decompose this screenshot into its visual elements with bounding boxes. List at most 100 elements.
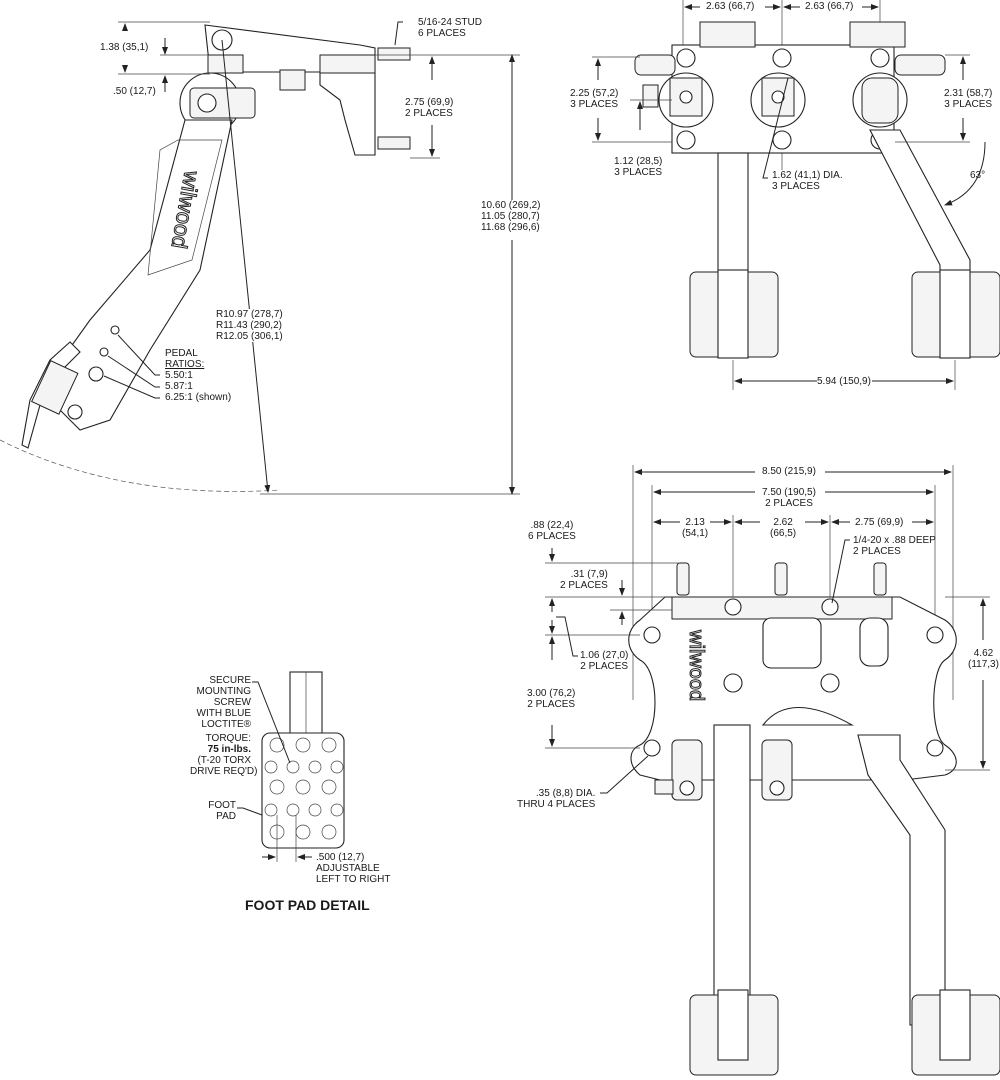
dim-275: 2.75 (69,9) xyxy=(855,517,904,528)
torque-label: TORQUE: xyxy=(205,733,251,744)
dim-right-height: 2.31 (58,7) 3 PLACES xyxy=(944,88,993,110)
stud-callout-line2: 6 PLACES xyxy=(418,28,466,39)
dim-height-1: 10.60 (269,2) xyxy=(481,200,541,211)
dim-overall-width: 8.50 (215,9) xyxy=(762,466,816,477)
adjust-dim-note-2: LEFT TO RIGHT xyxy=(316,874,391,885)
dim-213: 2.13 (54,1) xyxy=(682,517,709,539)
adjust-dim-value: .500 (12,7) xyxy=(316,852,365,863)
adjust-dim: .500 (12,7) ADJUSTABLE LEFT TO RIGHT xyxy=(316,852,390,885)
dim-pivot-offset: .50 (12,7) xyxy=(113,86,156,97)
hole-callout-value: .35 (8,8) DIA. xyxy=(535,788,596,799)
dim-213-value: 2.13 xyxy=(685,517,705,528)
stud-callout: 5/16-24 STUD 6 PLACES xyxy=(418,17,482,39)
pedal-arm xyxy=(39,119,233,431)
ratio-hole-550 xyxy=(110,325,120,335)
dim-300-note: 2 PLACES xyxy=(527,699,576,710)
dim-pad-spacing: 5.94 (150,9) xyxy=(817,376,871,387)
dim-031-note: 2 PLACES xyxy=(560,580,608,591)
pedal-ratios-title-1: PEDAL xyxy=(165,348,198,359)
torque-value: 75 in-lbs. xyxy=(207,744,251,755)
plate-wilwood-logo: wilwood xyxy=(685,629,707,701)
dim-213-metric: (54,1) xyxy=(682,528,709,539)
top-view xyxy=(592,0,1000,390)
screw-note-5: LOCTITE® xyxy=(201,719,251,730)
dim-106-note: 2 PLACES xyxy=(580,661,629,672)
dim-262: 2.62 (66,5) xyxy=(770,517,797,539)
side-view-pedal: wilwood xyxy=(0,21,520,495)
dim-300: 3.00 (76,2) 2 PLACES xyxy=(527,688,576,710)
dim-offset: 1.12 (28,5) 3 PLACES xyxy=(614,156,662,178)
pedal-ratio-1: 5.50:1 xyxy=(165,370,193,381)
foot-pad-label: FOOT PAD xyxy=(200,800,236,822)
dim-462-value: 4.62 xyxy=(973,648,994,659)
dim-spacing-right: 2.63 (66,7) xyxy=(805,1,854,12)
front-pedal-right xyxy=(857,734,946,1026)
dim-stud-height-value: .88 (22,4) xyxy=(530,520,574,531)
pedal-angle: 63° xyxy=(970,170,986,181)
dim-hole-width-value: 7.50 (190,5) xyxy=(762,487,816,498)
tap-callout: 1/4-20 x .88 DEEP 2 PLACES xyxy=(853,535,936,557)
dim-262-metric: (66,5) xyxy=(770,528,797,539)
adjust-dim-note-1: ADJUSTABLE xyxy=(316,863,380,874)
torque-note-1: (T-20 TORX xyxy=(197,755,251,766)
dim-height-2: 11.05 (280,7) xyxy=(481,211,540,222)
stud-top xyxy=(377,47,411,61)
dim-stud-height: .88 (22,4) 6 PLACES xyxy=(528,520,576,542)
dim-offset-note: 3 PLACES xyxy=(614,167,663,178)
dim-stud-spacing-value: 2.75 (69,9) xyxy=(405,97,454,108)
dim-262-value: 2.62 xyxy=(773,517,793,528)
foot-pad-label-2: PAD xyxy=(216,811,236,822)
pedal-ratio-3: 6.25:1 (shown) xyxy=(165,392,232,403)
dim-radius-2: R11.43 (290,2) xyxy=(216,320,282,331)
tap-callout-note: 2 PLACES xyxy=(853,546,901,557)
foot-pad-plate xyxy=(261,732,345,849)
dim-right-height-note: 3 PLACES xyxy=(944,99,993,110)
dim-pedal-heights: 10.60 (269,2) 11.05 (280,7) 11.68 (296,6… xyxy=(481,200,541,233)
dim-right-height-value: 2.31 (58,7) xyxy=(944,88,993,99)
dim-bore-value: 1.62 (41,1) DIA. xyxy=(772,170,843,181)
dim-031: .31 (7,9) 2 PLACES xyxy=(560,569,608,591)
screw-note-3: SCREW xyxy=(213,697,251,708)
front-pedal-left xyxy=(713,724,751,1026)
dim-left-height: 2.25 (57,2) 3 PLACES xyxy=(570,88,619,110)
dim-radius-3: R12.05 (306,1) xyxy=(216,331,283,342)
pedal-ratios: PEDAL RATIOS: 5.50:1 5.87:1 6.25:1 (show… xyxy=(165,348,231,403)
foot-pad-label-1: FOOT xyxy=(208,800,236,811)
pedal-ratios-title-2: RATIOS: xyxy=(165,359,205,370)
dim-stud-spacing: 2.75 (69,9) 2 PLACES xyxy=(405,97,453,119)
dim-left-height-note: 3 PLACES xyxy=(570,99,619,110)
dim-hole-width: 7.50 (190,5) 2 PLACES xyxy=(762,487,816,509)
dim-stud-spacing-note: 2 PLACES xyxy=(405,108,453,119)
front-view: wilwood xyxy=(545,465,1000,1076)
dim-106-value: 1.06 (27,0) xyxy=(580,650,629,661)
dim-stud-height-note: 6 PLACES xyxy=(528,531,576,542)
dim-top-offset: 1.38 (35,1) xyxy=(100,42,149,53)
tap-callout-value: 1/4-20 x .88 DEEP xyxy=(853,535,936,546)
dim-height-3: 11.68 (296,6) xyxy=(481,222,540,233)
screw-note-4: WITH BLUE xyxy=(196,708,251,719)
torque-note-2: DRIVE REQ'D) xyxy=(190,766,258,777)
swing-arc xyxy=(0,439,281,492)
dim-300-value: 3.00 (76,2) xyxy=(527,688,576,699)
foot-pad-detail-title: FOOT PAD DETAIL xyxy=(245,897,370,913)
dim-pedal-radii: R10.97 (278,7) R11.43 (290,2) R12.05 (30… xyxy=(216,309,283,342)
hole-callout: .35 (8,8) DIA. THRU 4 PLACES xyxy=(517,788,595,810)
dim-462-metric: (117,3) xyxy=(968,659,999,670)
dim-bore-note: 3 PLACES xyxy=(772,181,820,192)
dim-031-value: .31 (7,9) xyxy=(570,569,608,580)
dim-left-height-value: 2.25 (57,2) xyxy=(570,88,619,99)
stud-bottom xyxy=(377,136,411,150)
ratio-hole-587 xyxy=(99,347,109,357)
hole-callout-note: THRU 4 PLACES xyxy=(517,799,596,810)
stud-callout-line1: 5/16-24 STUD xyxy=(418,17,482,28)
screw-note-1: SECURE xyxy=(209,675,251,686)
dim-radius-1: R10.97 (278,7) xyxy=(216,309,283,320)
ratio-hole-625 xyxy=(88,366,104,382)
pedal-ratio-2: 5.87:1 xyxy=(165,381,193,392)
dim-106: 1.06 (27,0) 2 PLACES xyxy=(580,650,628,672)
foot-pad-detail-drawing xyxy=(237,671,345,862)
dim-hole-width-note: 2 PLACES xyxy=(765,498,813,509)
screw-note: SECURE MOUNTING SCREW WITH BLUE LOCTITE®… xyxy=(190,675,258,777)
dim-spacing-left: 2.63 (66,7) xyxy=(706,1,755,12)
dim-bore: 1.62 (41,1) DIA. 3 PLACES xyxy=(772,170,843,192)
